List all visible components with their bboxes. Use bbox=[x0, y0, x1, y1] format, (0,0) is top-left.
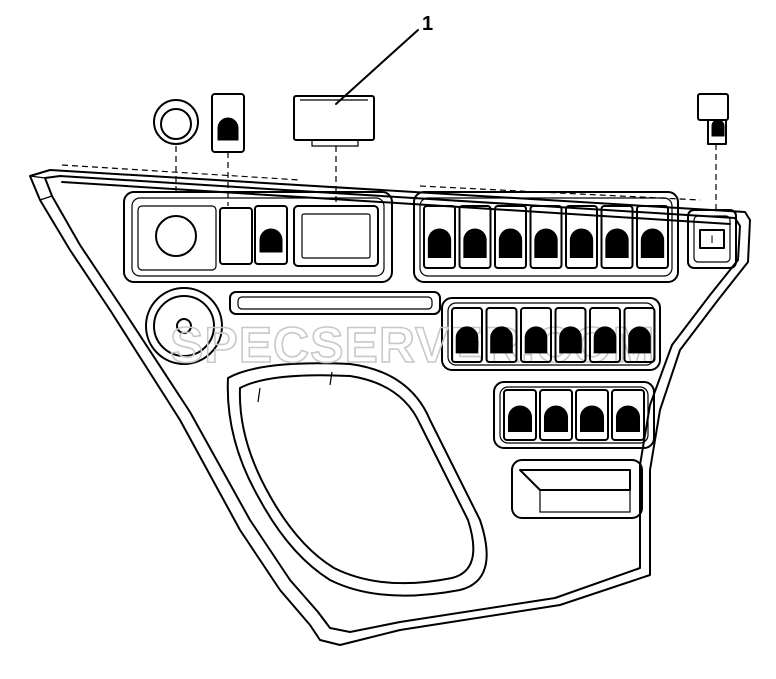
single-switch-block: I bbox=[687, 209, 737, 269]
callout-leader-line bbox=[335, 29, 419, 105]
exploded-single-switch bbox=[697, 93, 729, 210]
rocker-switch-middle bbox=[520, 307, 552, 363]
large-opening bbox=[226, 362, 488, 597]
rocker-switch-b bbox=[254, 205, 288, 265]
watermark-text: SPECSERVER.COM bbox=[170, 317, 655, 373]
rocker-switch-a bbox=[219, 207, 253, 265]
rotary-knob-socket bbox=[155, 215, 197, 257]
rocker-switch-upper bbox=[458, 205, 492, 269]
rocker-switch-middle bbox=[451, 307, 483, 363]
display-opening bbox=[293, 205, 379, 267]
upper-right-switch-row bbox=[413, 191, 679, 283]
lower-switch-row bbox=[493, 381, 655, 449]
air-vent-slot bbox=[229, 291, 441, 315]
rocker-switch-middle bbox=[589, 307, 621, 363]
rocker-switch-upper bbox=[494, 205, 527, 269]
rocker-switch-middle bbox=[485, 307, 518, 363]
rocker-switch-lower bbox=[611, 389, 645, 441]
middle-rotary-knob bbox=[145, 287, 223, 365]
callout-number: 1 bbox=[422, 13, 433, 35]
exploded-rotary-knob bbox=[153, 99, 199, 192]
upper-left-switch-block bbox=[123, 191, 393, 283]
rocker-switch-middle bbox=[554, 307, 587, 363]
exploded-rocker-switch bbox=[211, 93, 245, 206]
rocker-switch-lower bbox=[575, 389, 609, 441]
rocker-switch-upper bbox=[600, 205, 634, 269]
rocker-switch-lower bbox=[503, 389, 537, 441]
rocker-switch-upper bbox=[636, 205, 669, 269]
rocker-switch-upper bbox=[565, 205, 598, 269]
switch-groups bbox=[423, 205, 669, 441]
storage-tray bbox=[511, 459, 643, 519]
rocker-switch-upper bbox=[423, 205, 456, 269]
exploded-display-part bbox=[293, 95, 375, 206]
switch-label-text: I bbox=[710, 234, 713, 246]
rocker-switch-lower bbox=[539, 389, 573, 441]
rocker-switch-middle bbox=[623, 307, 656, 363]
rocker-switch-upper bbox=[529, 205, 563, 269]
